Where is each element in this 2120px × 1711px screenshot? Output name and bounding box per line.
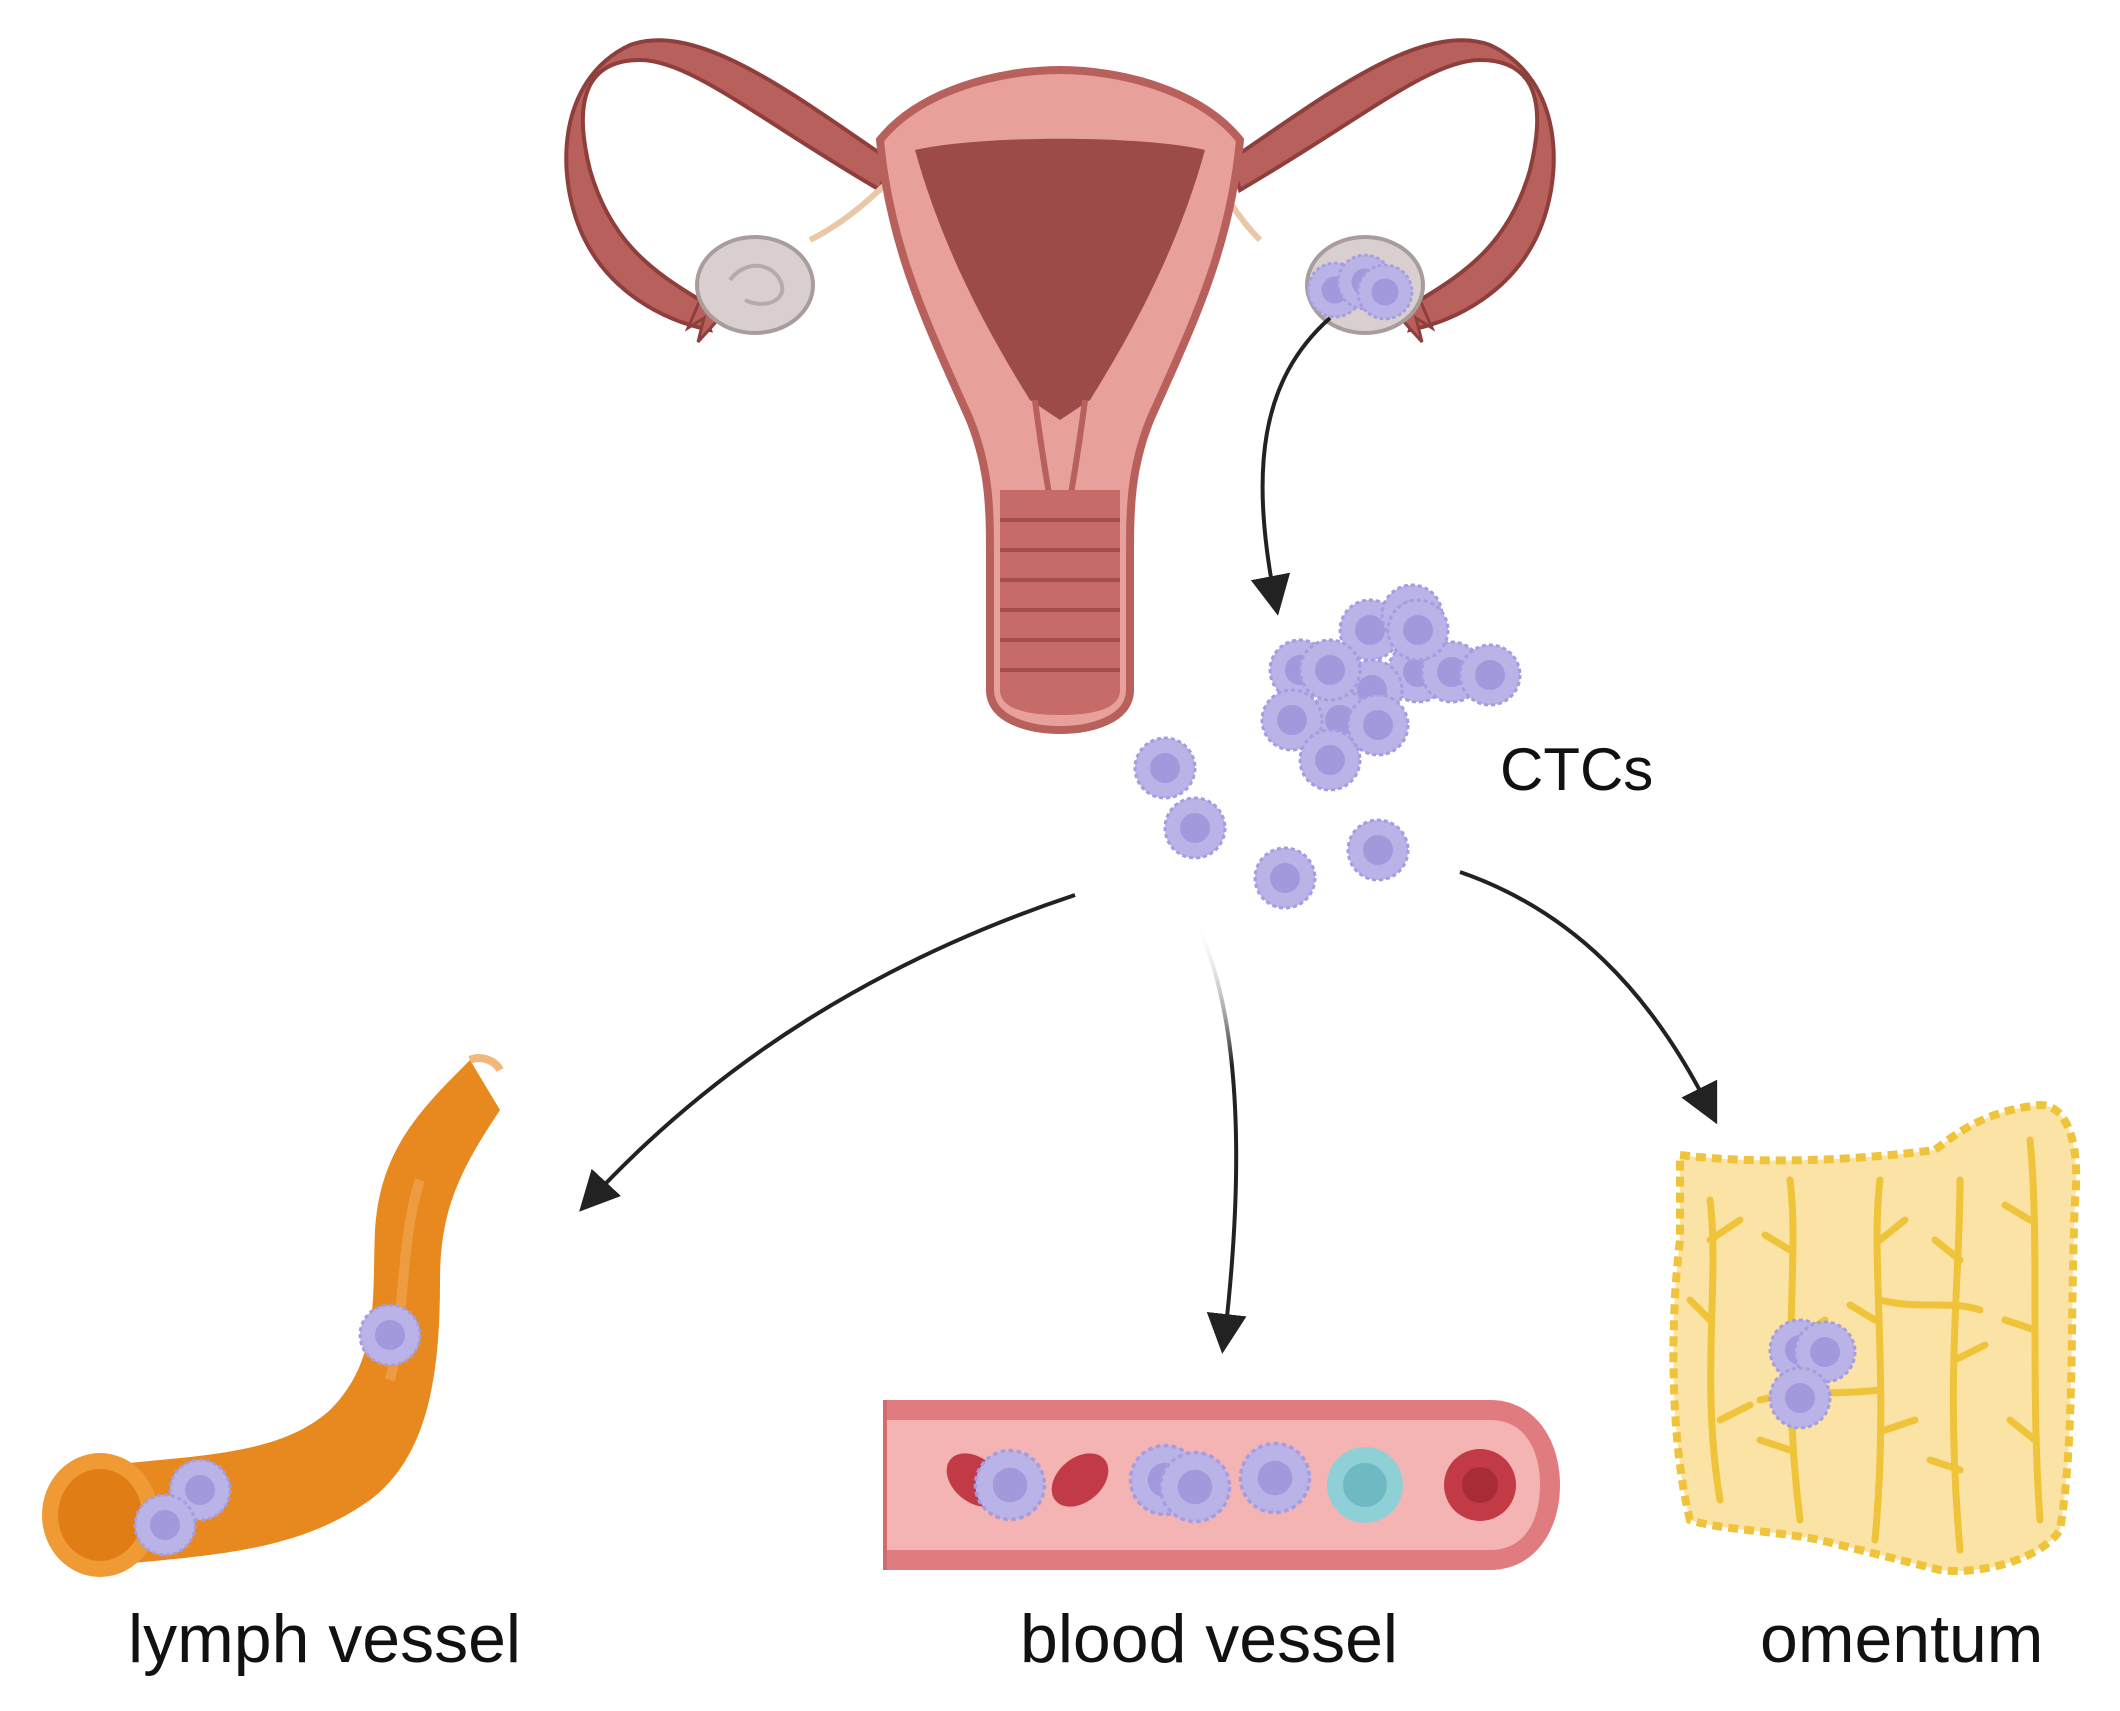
omentum-label: omentum (1760, 1601, 2044, 1677)
ctcs-label: CTCs (1500, 736, 1654, 803)
arrow-ctcs-to-omentum (1459, 870, 1718, 1125)
omentum (1669, 1100, 2081, 1575)
blood-vessel-label: blood vessel (1020, 1601, 1399, 1677)
left-ovary (695, 235, 815, 335)
vagina (1000, 490, 1120, 715)
uterine-cavity (915, 138, 1205, 420)
lymph-vessel (42, 1054, 504, 1577)
arrow-ctcs-to-lymph (579, 893, 1076, 1212)
arrow-ovary-to-ctcs (1250, 316, 1332, 616)
lymph-vessel-label: lymph vessel (128, 1601, 522, 1677)
arrow-ctcs-to-blood (1193, 919, 1239, 1336)
ctc-cluster (1133, 583, 1522, 910)
blood-vessel (883, 1400, 1560, 1570)
uterus (564, 38, 1556, 735)
